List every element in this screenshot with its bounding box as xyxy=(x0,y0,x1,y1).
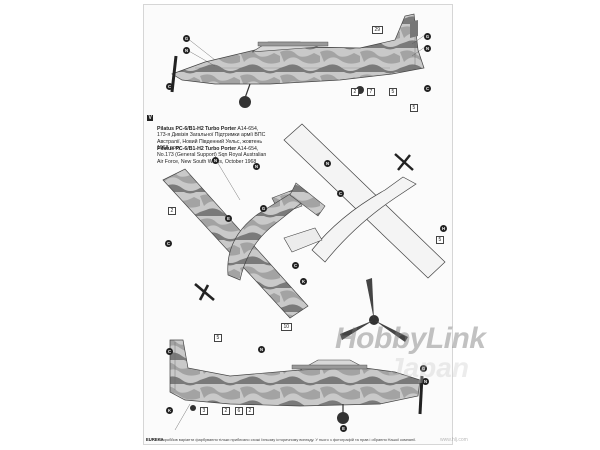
color-code-circle: N xyxy=(258,346,265,353)
decal-number: 5 xyxy=(410,104,418,112)
decal-number: 5 xyxy=(214,334,222,342)
decal-number: 29 xyxy=(372,26,383,34)
color-code-circle: N xyxy=(253,163,260,170)
color-code-circle: N xyxy=(324,160,331,167)
color-code-circle: G xyxy=(183,35,190,42)
caption-ukrainian-text: A14-654, 173-я Дивізія Загальної Підтрим… xyxy=(157,126,266,151)
caption-ukrainian: Pilatus PC-6/B1-H2 Turbo Porter A14-654,… xyxy=(157,126,269,151)
variant-badge: V xyxy=(147,115,154,121)
caption-ukrainian-title: Pilatus PC-6/B1-H2 Turbo Porter xyxy=(157,126,237,132)
color-code-circle: C xyxy=(166,83,173,90)
brand-logo: EUREKA xyxy=(146,437,164,442)
color-code-circle: C xyxy=(337,190,344,197)
color-code-circle: C xyxy=(292,262,299,269)
color-code-circle: E xyxy=(225,215,232,222)
decal-number: 7 xyxy=(367,88,375,96)
color-code-circle: G xyxy=(260,205,267,212)
decal-number: 5 xyxy=(389,88,397,96)
caption-english: Pilatus PC-6/B1-H2 Turbo Porter A14-654,… xyxy=(157,146,269,165)
color-code-circle: N xyxy=(422,378,429,385)
decal-number: 2 xyxy=(168,207,176,215)
watermark-sub: Japan xyxy=(388,352,469,383)
color-code-circle: N xyxy=(424,45,431,52)
caption-english-title: Pilatus PC-6/B1-H2 Turbo Porter xyxy=(157,146,237,152)
watermark-main: HobbyLink xyxy=(335,322,486,355)
decal-number: 5 xyxy=(436,236,444,244)
decal-number: 3 xyxy=(200,407,208,415)
color-code-circle: K xyxy=(300,278,307,285)
color-code-circle: G xyxy=(424,33,431,40)
side-view-top xyxy=(170,13,425,108)
decal-number: 2 xyxy=(222,407,230,415)
color-code-circle: E xyxy=(340,425,347,432)
color-code-circle: G xyxy=(420,365,427,372)
caption-english-text: A14-654, No.173 (General Support) Sqn Ro… xyxy=(157,146,267,165)
color-code-circle: H xyxy=(440,225,447,232)
color-code-circle: K xyxy=(166,407,173,414)
side-view-bottom xyxy=(169,339,424,424)
color-code-circle: C xyxy=(424,85,431,92)
watermark-url: www.hlj.com xyxy=(440,437,468,443)
leader-lines xyxy=(174,34,426,431)
color-code-circle: N xyxy=(183,47,190,54)
decal-number: 6 xyxy=(235,407,243,415)
color-code-circle: C xyxy=(166,348,173,355)
decal-number: 10 xyxy=(281,323,292,331)
propeller-detail xyxy=(340,278,408,342)
footer-note: Воробйов варіанти фарбування тільки приб… xyxy=(160,437,417,442)
planform-top-view xyxy=(162,168,326,319)
decal-number: 2 xyxy=(351,88,359,96)
color-code-circle: C xyxy=(165,240,172,247)
decal-number: 2 xyxy=(246,407,254,415)
color-code-circle: N xyxy=(212,157,219,164)
